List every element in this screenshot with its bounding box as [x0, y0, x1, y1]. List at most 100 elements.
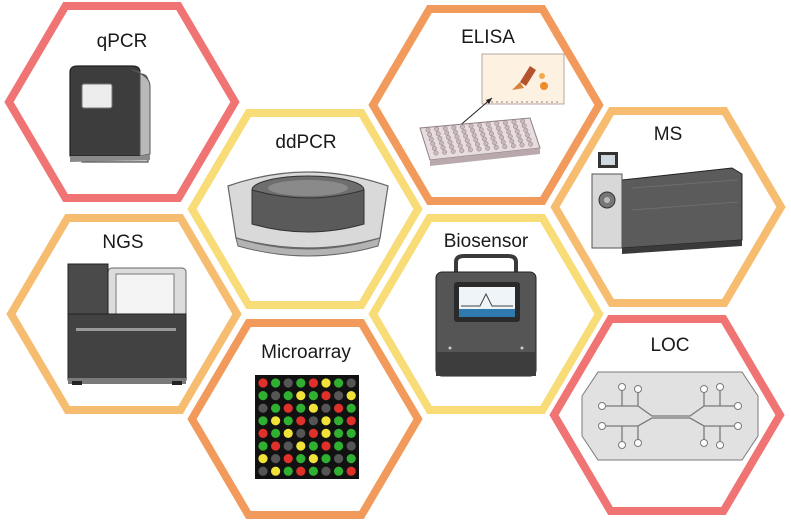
elisa-well	[495, 125, 501, 131]
elisa-well	[449, 144, 455, 150]
microarray-spot	[321, 466, 331, 476]
elisa-well	[483, 141, 489, 147]
elisa-well	[509, 138, 515, 144]
microarray-spot	[308, 416, 318, 426]
microarray-spot	[346, 391, 356, 401]
microarray-spot	[271, 416, 281, 426]
microarray-spot	[258, 428, 268, 438]
elisa-well	[488, 131, 494, 137]
elisa-well	[510, 143, 516, 149]
microarray-spot	[271, 454, 281, 464]
microarray-spot	[308, 428, 318, 438]
hexagon-microarray	[187, 319, 423, 519]
label-microarray: Microarray	[261, 342, 351, 363]
elisa-well	[521, 123, 527, 129]
biosensor-device-icon	[435, 254, 537, 377]
elisa-well	[494, 121, 500, 127]
microarray-spot	[271, 403, 281, 413]
microarray-spot	[271, 391, 281, 401]
elisa-well	[450, 148, 456, 154]
microarray-spot	[271, 441, 281, 451]
hexagon-qpcr	[4, 1, 240, 202]
elisa-well	[513, 124, 519, 130]
microarray-spot	[308, 441, 318, 451]
elisa-well	[502, 120, 508, 126]
hexagon-elisa	[368, 4, 604, 205]
elisa-well	[459, 124, 465, 130]
microarray-spot	[321, 441, 331, 451]
microarray-spot	[308, 454, 318, 464]
elisa-well	[516, 133, 522, 139]
microarray-spot	[296, 428, 306, 438]
elisa-well	[431, 145, 437, 151]
microarray-spot	[334, 391, 344, 401]
label-ms: MS	[654, 124, 683, 145]
elisa-well	[445, 135, 451, 141]
elisa-well	[464, 138, 470, 144]
label-ngs: NGS	[102, 232, 143, 253]
elisa-well	[456, 138, 462, 144]
elisa-well	[485, 121, 491, 127]
elisa-well	[467, 147, 473, 153]
elisa-well	[493, 144, 499, 150]
elisa-well	[457, 143, 463, 149]
elisa-well	[490, 135, 496, 141]
microarray-spot	[271, 428, 281, 438]
microarray-spot	[296, 403, 306, 413]
microarray-spot	[334, 441, 344, 451]
ngs-sequencer-icon	[67, 263, 187, 385]
hexagon-loc	[549, 315, 785, 515]
elisa-well	[427, 132, 433, 138]
elisa-well	[471, 132, 477, 138]
microarray-spot	[258, 391, 268, 401]
label-loc: LOC	[650, 335, 689, 356]
microarray-spot	[308, 466, 318, 476]
microarray-spot	[321, 428, 331, 438]
microarray-spot	[296, 441, 306, 451]
microarray-spot	[283, 441, 293, 451]
microarray-spot	[258, 416, 268, 426]
elisa-well	[478, 127, 484, 133]
elisa-well	[476, 146, 482, 152]
microarray-spot	[296, 391, 306, 401]
mass-spectrometer-icon	[591, 152, 743, 254]
microarray-spot	[283, 428, 293, 438]
elisa-well	[473, 137, 479, 143]
elisa-well	[444, 130, 450, 136]
elisa-well	[428, 136, 434, 142]
microarray-spot	[283, 454, 293, 464]
label-elisa: ELISA	[461, 27, 515, 48]
elisa-well	[461, 128, 467, 134]
microarray-spot	[271, 466, 281, 476]
microarray-spot	[271, 378, 281, 388]
microarray-spot	[346, 416, 356, 426]
microarray-spot	[308, 391, 318, 401]
microarray-spot	[346, 378, 356, 388]
ddpcr-instrument-icon	[227, 171, 389, 257]
microarray-spot	[321, 378, 331, 388]
label-ddpcr: ddPCR	[275, 132, 336, 153]
elisa-well	[433, 150, 439, 156]
label-biosensor: Biosensor	[444, 231, 529, 252]
elisa-well	[434, 126, 440, 132]
elisa-well	[430, 141, 436, 147]
hexagon-ddpcr	[187, 109, 423, 309]
elisa-well	[470, 128, 476, 134]
elisa-well	[497, 130, 503, 136]
elisa-well	[517, 137, 523, 143]
microarray-spot	[283, 391, 293, 401]
hexagon-ngs	[6, 214, 242, 414]
microarray-spot	[321, 416, 331, 426]
microarray-spot	[283, 403, 293, 413]
elisa-well	[435, 131, 441, 137]
elisa-well	[499, 134, 505, 140]
microarray-spot	[258, 466, 268, 476]
microarray-spot	[346, 454, 356, 464]
elisa-well	[506, 129, 512, 135]
elisa-well	[520, 118, 526, 124]
elisa-well	[438, 140, 444, 146]
lab-on-chip-icon	[581, 371, 759, 461]
microarray-spot	[283, 416, 293, 426]
elisa-well	[454, 134, 460, 140]
elisa-well	[519, 142, 525, 148]
